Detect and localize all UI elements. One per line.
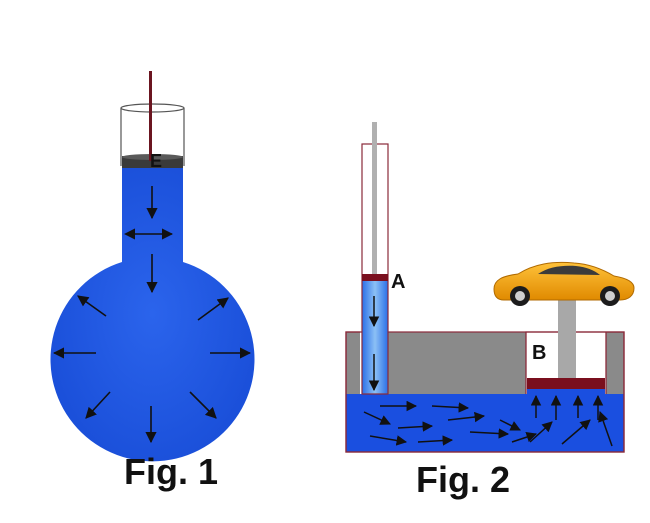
reservoir-pressure-arrows [363, 296, 613, 447]
container-left-wall [346, 332, 360, 394]
small-tube-water [362, 280, 388, 394]
figure-2-caption: Fig. 2 [416, 459, 510, 500]
flask-neck-glass [120, 108, 185, 166]
large-chamber-water [527, 388, 605, 396]
flask-piston-rod [149, 71, 152, 161]
flask-neck-rim [120, 103, 185, 113]
piston-label-a: A [391, 271, 405, 293]
piston-label-e: E [150, 151, 162, 171]
flask-water [50, 166, 255, 462]
figure-1-caption: Fig. 1 [124, 451, 218, 492]
large-piston [527, 378, 605, 389]
car-window [538, 265, 600, 275]
figure-2: A B [345, 122, 635, 500]
container-right-wall [606, 332, 624, 394]
small-piston [362, 274, 388, 281]
flask-pressure-arrows [52, 186, 252, 444]
figure-1: E Fig. 1 [50, 71, 255, 492]
small-piston-rod [372, 122, 377, 278]
car [493, 261, 635, 306]
large-piston-rod [558, 296, 576, 378]
piston-label-b: B [532, 342, 546, 364]
container-block [388, 332, 526, 394]
flask-piston-top [122, 154, 183, 160]
